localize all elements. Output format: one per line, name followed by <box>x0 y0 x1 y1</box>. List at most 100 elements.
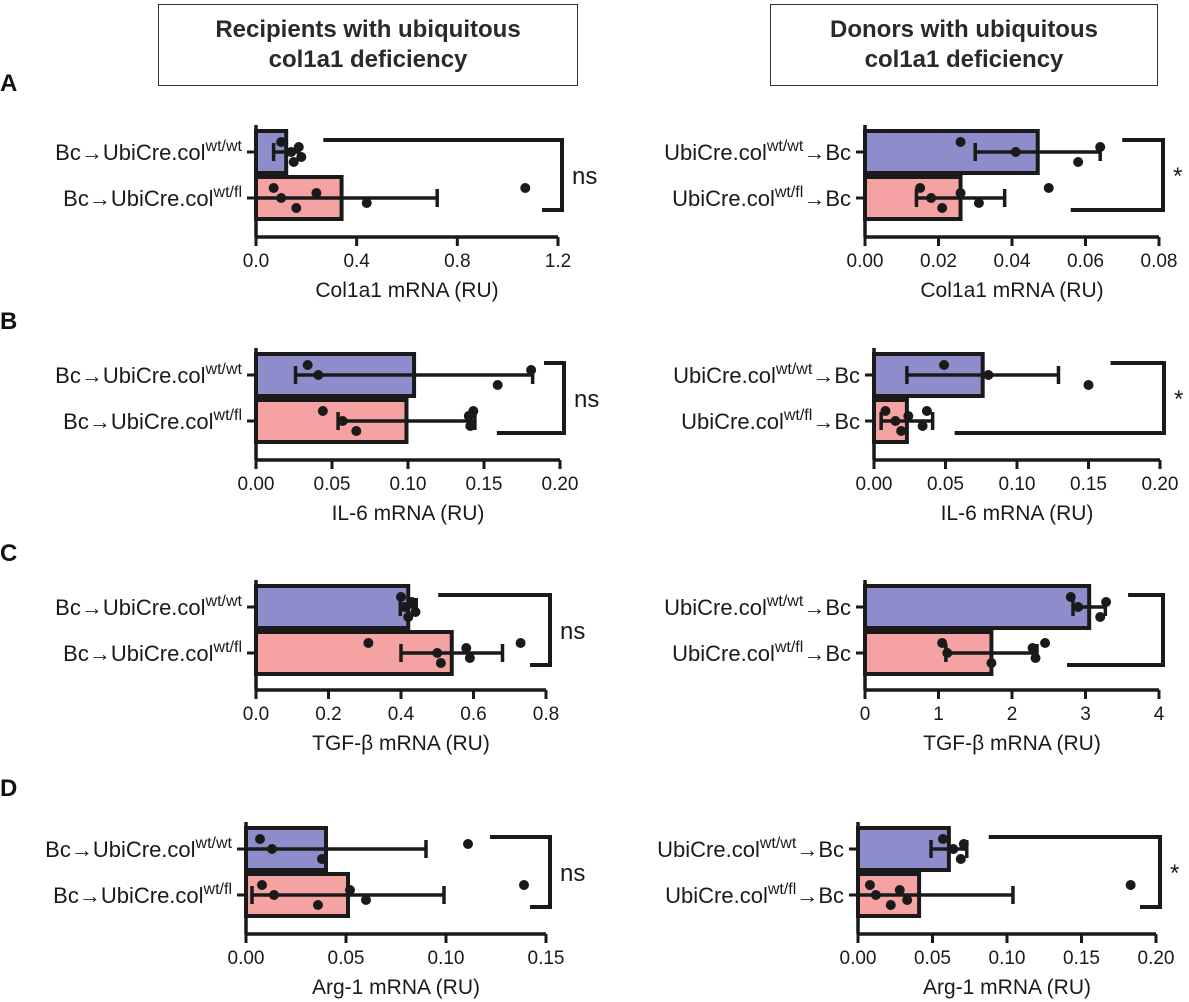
c-left-point-fl <box>515 638 526 648</box>
c-left-significance-label: ns <box>560 618 585 645</box>
a-left-point-fl <box>291 203 302 213</box>
d-right-x-tick-label: 0.05 <box>914 948 951 969</box>
c-right-x-tick-label: 3 <box>1080 704 1091 725</box>
c-right-category-label-wt: UbiCre.colwt/wt→Bc <box>664 593 851 620</box>
d-right-category-label-wt: UbiCre.colwt/wt→Bc <box>657 835 844 862</box>
row-letter-c: C <box>0 540 18 567</box>
d-right-point-fl <box>1125 880 1136 890</box>
d-left-point-fl <box>269 890 279 900</box>
c-left-point-wt <box>406 597 417 607</box>
a-left-category-label-wt: Bc→UbiCre.colwt/wt <box>55 138 242 165</box>
c-left-x-tick-label: 0.6 <box>460 704 486 725</box>
b-right-category-label-wt: UbiCre.colwt/wt→Bc <box>673 361 860 388</box>
b-left-x-tick-label: 0.00 <box>238 474 275 495</box>
d-left-point-fl <box>519 880 529 890</box>
a-right-point-fl <box>955 188 966 198</box>
d-left-point-wt <box>317 854 327 864</box>
d-right-point-wt <box>937 834 948 844</box>
a-right-point-wt <box>1095 142 1106 152</box>
d-left-point-wt <box>463 839 473 849</box>
c-right-point-wt <box>1095 612 1106 622</box>
b-right-point-fl <box>890 416 901 426</box>
d-right-point-wt <box>948 844 959 854</box>
b-left-category-label-fl: Bc→UbiCre.colwt/fl <box>63 407 242 434</box>
c-right-x-tick-label: 4 <box>1154 704 1165 725</box>
b-left-point-wt <box>302 360 313 370</box>
c-left-point-wt <box>410 607 421 617</box>
c-left-x-tick-label: 0.4 <box>388 704 415 725</box>
b-left-significance-label: ns <box>574 386 599 413</box>
b-right-x-tick-label: 0.15 <box>1070 474 1107 495</box>
a-right-x-axis-label: Col1a1 mRNA (RU) <box>920 279 1103 302</box>
c-left-point-wt <box>399 602 410 612</box>
b-left-significance-bracket <box>496 361 566 435</box>
c-left-point-fl <box>363 638 374 648</box>
c-right-significance-bracket <box>1067 593 1165 667</box>
a-left-significance-label: ns <box>572 163 597 190</box>
a-left-x-tick-label: 1.2 <box>545 251 571 272</box>
b-right-x-tick-label: 0.00 <box>856 474 893 495</box>
b-left-x-tick-label: 0.20 <box>542 474 579 495</box>
b-right-point-fl <box>921 406 932 416</box>
c-left-category-label-fl: Bc→UbiCre.colwt/fl <box>63 639 242 666</box>
d-right-x-tick-label: 0.00 <box>840 948 877 969</box>
b-right-point-fl <box>903 411 914 421</box>
a-left-point-wt <box>276 137 287 147</box>
c-left-x-axis-label: TGF-β mRNA (RU) <box>312 732 490 755</box>
b-left-point-fl <box>468 406 479 416</box>
b-right-significance-label: * <box>1174 386 1183 413</box>
header-donors-line1: Donors with ubiquitous <box>830 16 1098 43</box>
d-left-point-wt <box>267 844 277 854</box>
b-right-point-wt <box>1083 380 1094 390</box>
c-right-point-fl <box>1027 643 1038 653</box>
b-left-point-wt <box>526 365 537 375</box>
a-right-point-wt <box>1073 157 1084 167</box>
a-right-x-tick-label: 0.04 <box>994 251 1031 272</box>
header-donors: Donors with ubiquitous col1a1 deficiency <box>770 4 1158 86</box>
b-left-point-fl <box>337 416 348 426</box>
d-right-point-fl <box>894 885 905 895</box>
c-right-x-tick-label: 0 <box>860 704 871 725</box>
d-right-point-wt <box>955 854 966 864</box>
d-left-point-fl <box>345 885 355 895</box>
d-left-x-tick-label: 0.15 <box>528 948 565 969</box>
d-right-point-wt <box>958 839 969 849</box>
a-right-significance-label: * <box>1173 163 1182 190</box>
b-right-x-axis-label: IL-6 mRNA (RU) <box>941 502 1094 525</box>
b-right-point-fl <box>917 421 928 431</box>
c-right-point-fl <box>986 658 997 668</box>
c-right-significance-label: ** <box>1175 612 1189 631</box>
b-right-point-fl <box>896 426 907 436</box>
header-recipients-line1: Recipients with ubiquitous <box>215 16 521 43</box>
c-left-point-fl <box>432 648 443 658</box>
a-left-point-fl <box>268 183 279 193</box>
b-right-x-tick-label: 0.05 <box>927 474 964 495</box>
header-recipients-line2: col1a1 deficiency <box>268 46 468 73</box>
d-left-x-axis-label: Arg-1 mRNA (RU) <box>312 976 480 999</box>
a-right-category-label-wt: UbiCre.colwt/wt→Bc <box>664 138 851 165</box>
c-right-point-fl <box>942 648 953 658</box>
d-right-point-fl <box>864 880 875 890</box>
b-right-point-wt <box>983 370 994 380</box>
c-right-point-wt <box>1065 592 1076 602</box>
a-right-point-fl <box>937 203 948 213</box>
a-left-significance-bracket <box>323 138 564 212</box>
c-left-x-tick-label: 0.0 <box>243 704 269 725</box>
a-right-x-tick-label: 0.00 <box>847 251 884 272</box>
a-left-x-tick-label: 0.4 <box>343 251 370 272</box>
c-right-x-tick-label: 2 <box>1007 704 1018 725</box>
d-left-x-tick-label: 0.05 <box>328 948 365 969</box>
a-left-point-wt <box>296 152 307 162</box>
d-left-category-label-wt: Bc→UbiCre.colwt/wt <box>45 835 232 862</box>
c-left-significance-bracket <box>438 593 552 667</box>
b-left-point-fl <box>351 426 362 436</box>
d-right-x-tick-label: 0.10 <box>989 948 1026 969</box>
c-left-category-label-wt: Bc→UbiCre.colwt/wt <box>55 593 242 620</box>
c-left-point-wt <box>403 612 414 622</box>
d-right-category-label-fl: UbiCre.colwt/fl→Bc <box>665 881 844 908</box>
c-left-point-wt <box>396 592 406 602</box>
d-right-significance-bracket <box>988 835 1162 909</box>
a-right-x-tick-label: 0.08 <box>1141 251 1178 272</box>
a-right-point-wt <box>955 137 966 147</box>
